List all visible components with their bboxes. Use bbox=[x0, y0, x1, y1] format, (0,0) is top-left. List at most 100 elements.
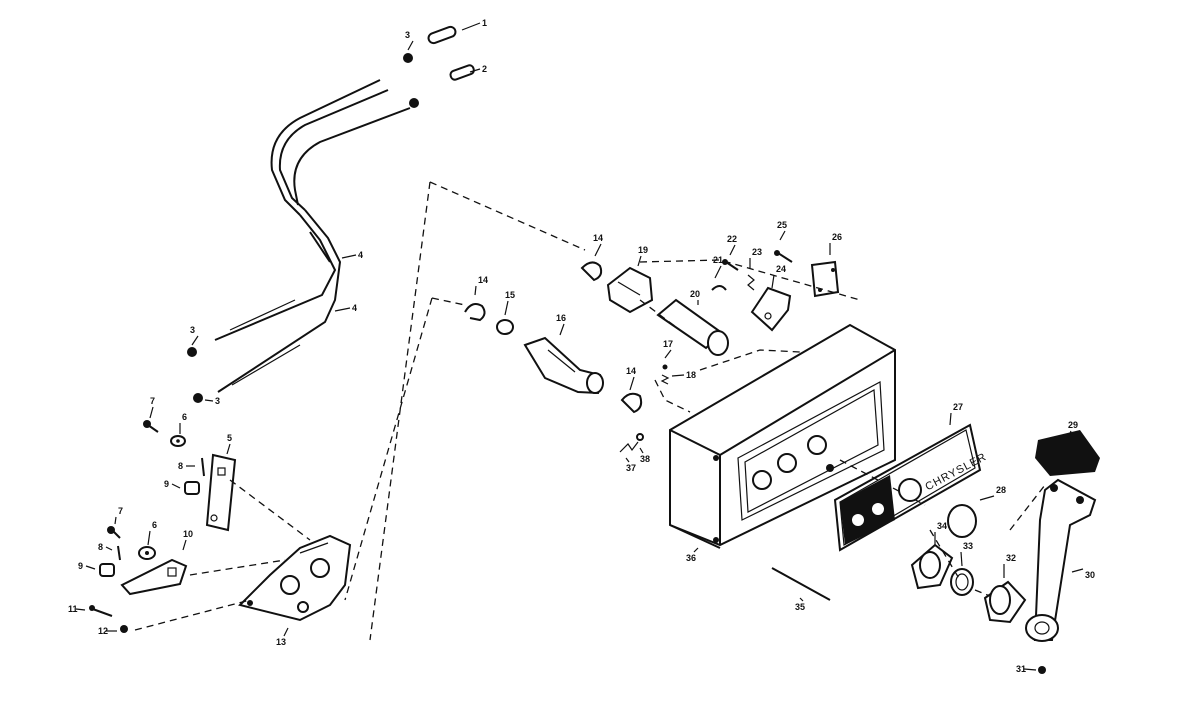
linkage-parts-left bbox=[89, 420, 237, 633]
nuts-3 bbox=[187, 53, 419, 403]
callout-number-30: 30 bbox=[1085, 570, 1095, 580]
callout-leader-line bbox=[693, 547, 699, 553]
callout-number-21: 21 bbox=[713, 255, 723, 265]
callout-number-35: 35 bbox=[795, 602, 805, 612]
callout-leader-line bbox=[671, 374, 685, 377]
callout-number-38: 38 bbox=[640, 454, 650, 464]
control-cables bbox=[214, 79, 411, 393]
callout-number-7: 7 bbox=[118, 506, 123, 516]
callout-number-25: 25 bbox=[777, 220, 787, 230]
callout-leader-line bbox=[283, 627, 289, 637]
callout-leader-line bbox=[226, 443, 231, 455]
callout-leader-line bbox=[779, 230, 786, 241]
callout-leader-line bbox=[639, 447, 644, 454]
grip-29 bbox=[1035, 430, 1100, 476]
callout-number-4: 4 bbox=[352, 303, 357, 313]
callout-number-15: 15 bbox=[505, 290, 515, 300]
callout-leader-line bbox=[75, 608, 86, 611]
callout-leader-line bbox=[949, 412, 952, 426]
callout-leader-line bbox=[191, 335, 199, 346]
callout-number-28: 28 bbox=[996, 485, 1006, 495]
callout-leader-line bbox=[504, 300, 509, 316]
control-housing-36 bbox=[669, 323, 896, 549]
callout-leader-line bbox=[979, 495, 995, 501]
switch-parts bbox=[711, 250, 840, 332]
callout-number-27: 27 bbox=[953, 402, 963, 412]
callout-leader-line bbox=[625, 457, 630, 463]
callout-number-31: 31 bbox=[1016, 664, 1026, 674]
callout-leader-line bbox=[637, 255, 642, 267]
callout-leader-line bbox=[799, 597, 804, 602]
callout-number-5: 5 bbox=[227, 433, 232, 443]
cap-28 bbox=[947, 504, 977, 538]
callout-number-29: 29 bbox=[1068, 420, 1078, 430]
callout-number-6: 6 bbox=[182, 412, 187, 422]
callout-number-24: 24 bbox=[776, 264, 786, 274]
callout-leader-line bbox=[559, 323, 565, 336]
callout-number-18: 18 bbox=[686, 370, 696, 380]
callout-number-7: 7 bbox=[150, 396, 155, 406]
callout-leader-line bbox=[334, 307, 351, 312]
callout-number-17: 17 bbox=[663, 339, 673, 349]
callout-number-16: 16 bbox=[556, 313, 566, 323]
bolt-35 bbox=[771, 567, 831, 601]
callout-number-20: 20 bbox=[690, 289, 700, 299]
callout-leader-line bbox=[771, 274, 775, 289]
callout-leader-line bbox=[147, 530, 151, 546]
callout-leader-line bbox=[960, 551, 963, 567]
callout-number-33: 33 bbox=[963, 541, 973, 551]
callout-leader-line bbox=[461, 22, 481, 31]
callout-number-8: 8 bbox=[178, 461, 183, 471]
callout-leader-line bbox=[664, 349, 672, 359]
callout-leader-line bbox=[204, 399, 214, 402]
callout-leader-line bbox=[729, 244, 736, 256]
callout-number-34: 34 bbox=[937, 521, 947, 531]
callout-leader-line bbox=[105, 546, 113, 551]
callout-labels: 1233344566778899101112131414141516171819… bbox=[68, 18, 1095, 674]
callout-number-4: 4 bbox=[358, 250, 363, 260]
callout-leader-line bbox=[1023, 668, 1037, 671]
callout-number-14: 14 bbox=[478, 275, 488, 285]
callout-leader-line bbox=[714, 265, 722, 279]
callout-leader-line bbox=[114, 516, 117, 525]
callout-leader-line bbox=[341, 254, 357, 259]
callout-number-14: 14 bbox=[626, 366, 636, 376]
callout-leader-line bbox=[171, 483, 181, 489]
callout-number-12: 12 bbox=[98, 626, 108, 636]
callout-number-10: 10 bbox=[183, 529, 193, 539]
callout-leader-line bbox=[474, 285, 477, 296]
ring-33 bbox=[950, 568, 974, 596]
callout-leader-line bbox=[149, 406, 154, 419]
screw-31 bbox=[1038, 666, 1046, 674]
callout-number-14: 14 bbox=[593, 233, 603, 243]
sleeve-32 bbox=[983, 580, 1027, 624]
bushing-34 bbox=[910, 543, 954, 590]
callout-leader-line bbox=[407, 40, 414, 51]
callout-number-3: 3 bbox=[215, 396, 220, 406]
callout-number-3: 3 bbox=[190, 325, 195, 335]
callout-leader-line bbox=[85, 565, 96, 570]
callout-number-22: 22 bbox=[727, 234, 737, 244]
callout-number-9: 9 bbox=[164, 479, 169, 489]
callout-number-6: 6 bbox=[152, 520, 157, 530]
callout-leader-line bbox=[594, 243, 602, 257]
shaft-assembly bbox=[464, 261, 729, 453]
callout-number-8: 8 bbox=[98, 542, 103, 552]
callout-number-1: 1 bbox=[482, 18, 487, 28]
panel-brand-text: CHRYSLER bbox=[923, 451, 988, 493]
callout-leader-line bbox=[629, 376, 635, 391]
cable-end-1 bbox=[427, 25, 457, 45]
callout-number-2: 2 bbox=[482, 64, 487, 74]
callout-number-13: 13 bbox=[276, 637, 286, 647]
callout-number-3: 3 bbox=[405, 30, 410, 40]
callout-number-11: 11 bbox=[68, 604, 78, 614]
callout-leader-line bbox=[1071, 568, 1084, 573]
lever-30 bbox=[1025, 478, 1097, 642]
mounting-plate-13 bbox=[238, 534, 352, 622]
cable-end-2 bbox=[449, 64, 475, 81]
callout-number-26: 26 bbox=[832, 232, 842, 242]
callout-number-32: 32 bbox=[1006, 553, 1016, 563]
callout-number-23: 23 bbox=[752, 247, 762, 257]
